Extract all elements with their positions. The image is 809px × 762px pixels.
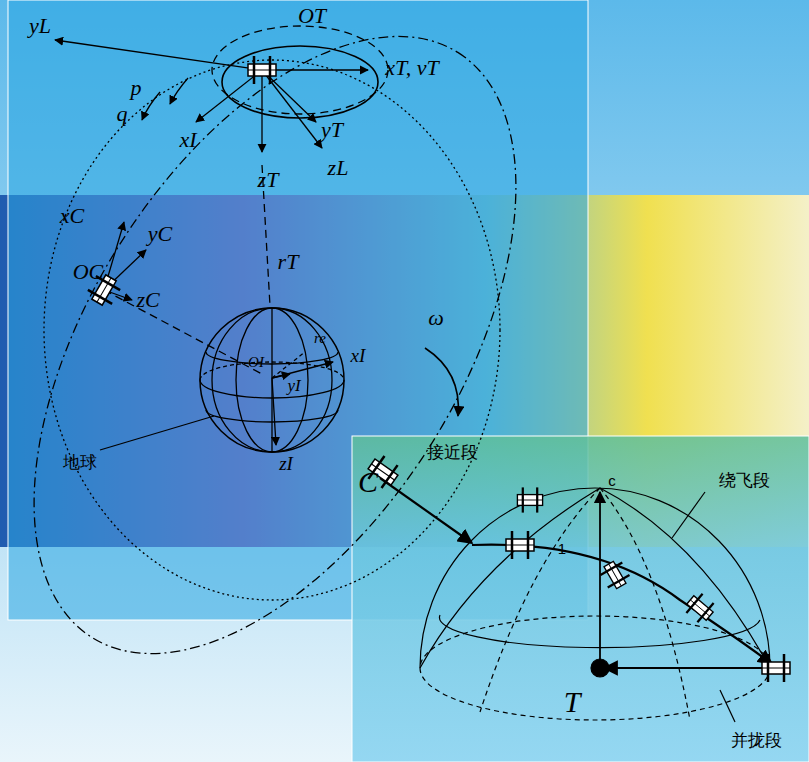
- axis-label: re: [314, 330, 326, 347]
- axis-label: ω: [428, 305, 444, 331]
- earth: [200, 308, 344, 452]
- axis-label: 1: [558, 540, 566, 557]
- axis-label: p: [131, 75, 142, 101]
- axis-label: OT: [298, 3, 326, 29]
- axis-label: zC: [136, 287, 159, 313]
- axis-label: zI: [279, 453, 293, 475]
- spacecraft: [598, 558, 632, 592]
- axis-label: q: [117, 101, 128, 127]
- local-ellipse-dashed: [212, 26, 388, 114]
- spacecraft: [762, 654, 790, 682]
- phase-label: 地球: [63, 451, 97, 474]
- axis-label: xC: [60, 203, 84, 229]
- dome: [420, 488, 770, 668]
- spacecraft-icons: [85, 56, 790, 682]
- axis-label: xI: [351, 345, 366, 367]
- phase-label: 接近段: [427, 441, 478, 464]
- axis-label: zT: [258, 167, 279, 193]
- axis-label: yC: [148, 221, 172, 247]
- spacecraft: [506, 531, 534, 559]
- phase-label: 并拢段: [731, 729, 782, 752]
- phase-label: 绕飞段: [719, 469, 770, 492]
- orbit-figure: [0, 0, 615, 736]
- target-orbit: [44, 60, 500, 600]
- approach-figure: [380, 478, 772, 722]
- axis-label: xT, vT: [385, 55, 438, 81]
- axis-label: c: [608, 472, 616, 489]
- axis-label: zL: [328, 155, 349, 181]
- axis-label: rT: [278, 249, 299, 275]
- axis-label: yI: [287, 376, 300, 396]
- axis-label: OC: [73, 259, 104, 285]
- axis-label: xI: [179, 127, 196, 153]
- spacecraft: [517, 487, 542, 512]
- lower-panel: [352, 436, 809, 762]
- spacecraft: [248, 56, 276, 84]
- axis-label: yT: [321, 117, 343, 143]
- axis-label: T: [564, 685, 581, 719]
- spacecraft: [682, 590, 718, 626]
- axis-label: yL: [29, 13, 51, 39]
- axis-label: C: [358, 465, 378, 499]
- axis-label: OI: [248, 354, 264, 371]
- chaser-orbit: [0, 0, 615, 736]
